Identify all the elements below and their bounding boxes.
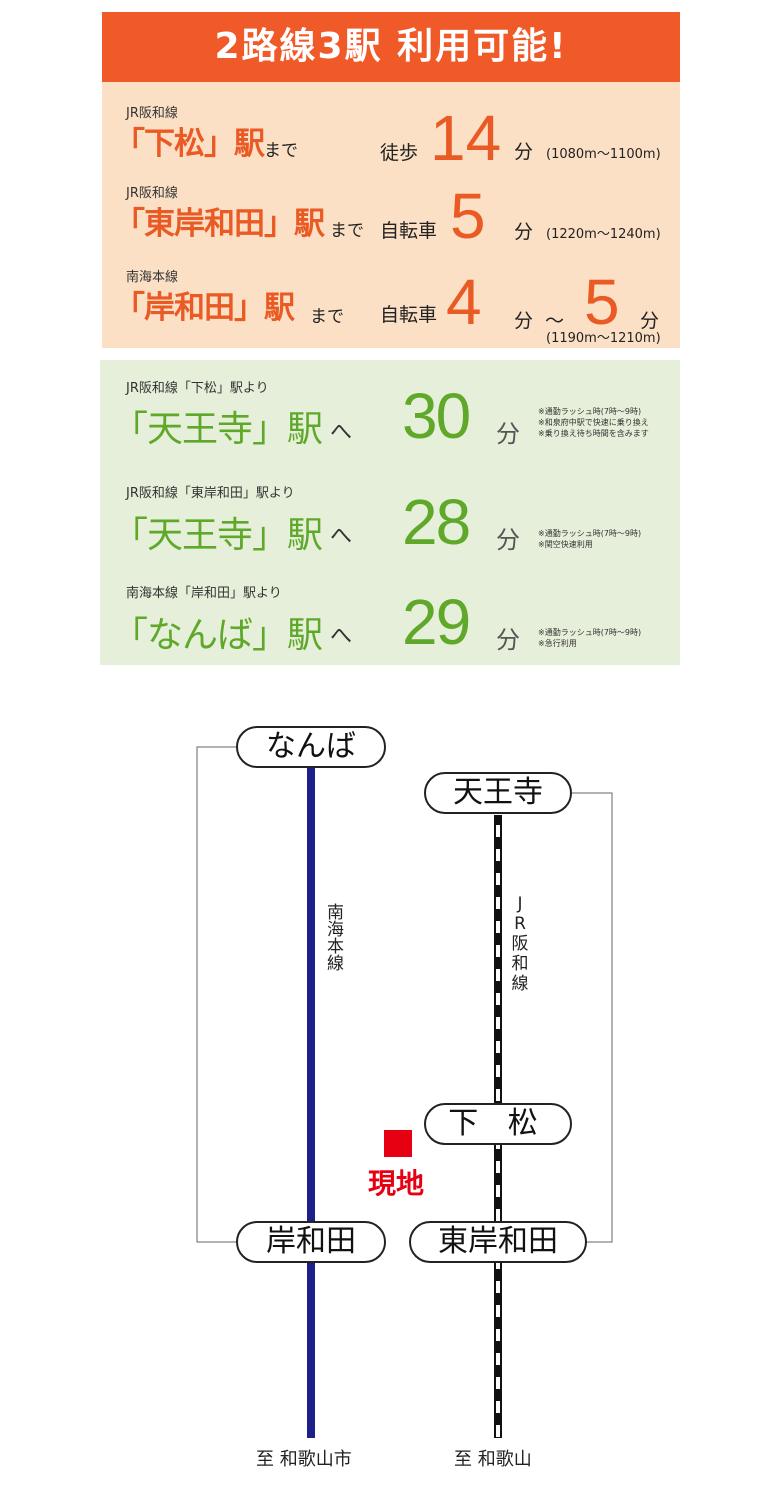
jr-line-char: J [517, 894, 523, 914]
access-made: まで [310, 307, 344, 327]
commute-station: 「天王寺」駅 [112, 515, 323, 556]
jr-line-char: R [514, 914, 526, 934]
access-minutes: 5 [450, 180, 486, 252]
commute-note: ※関空快速利用 [538, 540, 593, 549]
commute-station: 「なんば」駅 [112, 615, 323, 656]
nankai-line-label: 南海本線 [323, 903, 343, 971]
access-minutes: 14 [430, 102, 502, 174]
site-label: 現地 [368, 1167, 425, 1200]
commute-panel [100, 360, 680, 665]
access-line-name: 南海本線 [126, 270, 179, 285]
commute-note: ※急行利用 [538, 639, 577, 648]
station-shimomatsu: 下 松 [424, 1103, 572, 1145]
access-mode: 自転車 [380, 220, 438, 242]
access-minutes-max: 5 [584, 266, 620, 338]
commute-fun: 分 [496, 626, 520, 654]
commute-from: JR阪和線「東岸和田」駅より [126, 486, 295, 501]
station-higashikishiwada: 東岸和田 [409, 1221, 587, 1263]
commute-he: へ [330, 420, 353, 445]
commute-note: ※乗り換え待ち時間を含みます [538, 429, 649, 438]
access-header: 2路線3駅 利用可能! [102, 12, 680, 82]
commute-from: 南海本線「岸和田」駅より [126, 586, 282, 601]
commute-from: JR阪和線「下松」駅より [126, 381, 269, 396]
commute-minutes: 29 [402, 586, 471, 658]
access-station-name: 「下松」駅 [114, 126, 265, 162]
access-line-name: JR阪和線 [126, 186, 178, 201]
commute-fun: 分 [496, 420, 520, 448]
access-distance: (1080m〜1100m) [546, 147, 661, 162]
commute-he: へ [330, 524, 353, 549]
access-distance: (1220m〜1240m) [546, 227, 661, 242]
station-namba: なんば [236, 726, 386, 768]
access-station-name: 「東岸和田」駅 [114, 206, 325, 242]
commute-notes: ※通勤ラッシュ時(7時〜9時) ※関空快速利用 [538, 528, 641, 550]
access-line-name: JR阪和線 [126, 106, 178, 121]
access-distance: (1190m〜1210m) [546, 331, 661, 346]
nankai-destination: 至 和歌山市 [256, 1449, 352, 1470]
commute-fun: 分 [496, 526, 520, 554]
jr-line-char: 和 [511, 954, 529, 974]
access-fun-max: 分 [640, 310, 660, 332]
nankai-bracket [196, 746, 240, 1243]
jr-destination: 至 和歌山 [454, 1449, 532, 1470]
station-tennoji: 天王寺 [424, 772, 572, 814]
access-fun: 分 [514, 310, 534, 332]
access-fun: 分 [514, 221, 534, 243]
station-access-panel [102, 82, 680, 348]
access-mode: 自転車 [380, 304, 438, 326]
commute-notes: ※通勤ラッシュ時(7時〜9時) ※和泉府中駅で快速に乗り換え ※乗り換え待ち時間… [538, 406, 649, 439]
access-made: まで [330, 221, 364, 241]
commute-minutes: 30 [402, 380, 471, 452]
commute-notes: ※通勤ラッシュ時(7時〜9時) ※急行利用 [538, 627, 641, 649]
access-tilde: 〜 [545, 310, 565, 332]
commute-station: 「天王寺」駅 [112, 409, 323, 450]
jr-line-label: J R 阪 和 線 [510, 894, 530, 994]
site-marker [384, 1130, 412, 1157]
access-made: まで [264, 141, 298, 161]
commute-note: ※通勤ラッシュ時(7時〜9時) [538, 529, 642, 538]
access-station-name: 「岸和田」駅 [114, 290, 295, 326]
commute-note: ※和泉府中駅で快速に乗り換え [538, 418, 649, 427]
station-kishiwada: 岸和田 [236, 1221, 386, 1263]
jr-bracket [572, 792, 613, 1243]
commute-minutes: 28 [402, 486, 471, 558]
jr-line-char: 阪 [511, 934, 529, 954]
commute-note: ※通勤ラッシュ時(7時〜9時) [538, 407, 642, 416]
commute-he: へ [330, 624, 353, 649]
access-minutes: 4 [446, 266, 482, 338]
access-fun: 分 [514, 141, 534, 163]
access-mode: 徒歩 [380, 142, 419, 164]
jr-line-char: 線 [511, 974, 529, 994]
commute-note: ※通勤ラッシュ時(7時〜9時) [538, 628, 642, 637]
